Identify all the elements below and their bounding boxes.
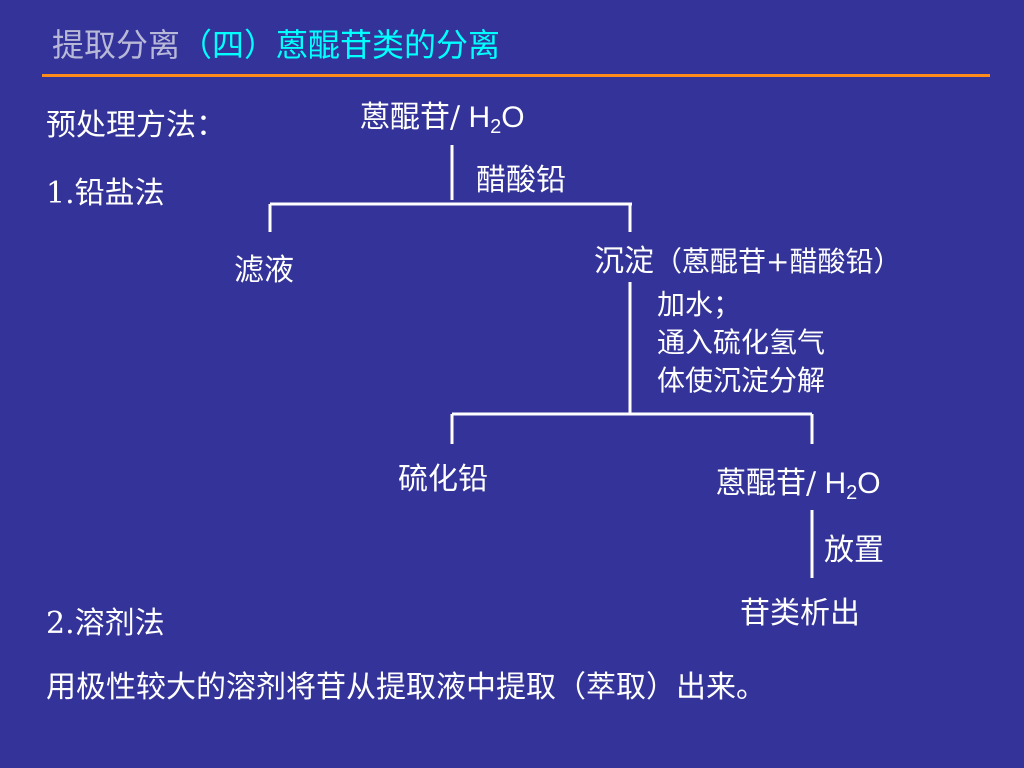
method-1-heading: 1.铅盐法 [46, 176, 165, 211]
precipitate-note: （蒽醌苷+醋酸铅） [654, 245, 902, 278]
result-node: 蒽醌苷/ H2O [716, 458, 881, 505]
decomposition-step-line-3: 体使沉淀分解 [657, 364, 826, 397]
top-node: 蒽醌苷/ H2O [360, 92, 525, 139]
result-node-formula-h: H [824, 467, 847, 500]
title-divider [42, 74, 990, 77]
title-prefix: 提取分离 [52, 26, 181, 64]
decomposition-step: 加水； 通入硫化氢气 体使沉淀分解 [657, 286, 825, 400]
method-2-heading: 2.溶剂法 [46, 606, 165, 641]
slide-title: 提取分离（四）蒽醌苷类的分离 [52, 20, 500, 66]
glycoside-precipitation-node: 苷类析出 [740, 596, 860, 631]
result-node-formula-subscript: 2 [846, 482, 858, 504]
standing-step: 放置 [824, 533, 884, 568]
reagent-lead-acetate: 醋酸铅 [476, 163, 566, 198]
decomposition-step-line-1: 加水； [657, 288, 742, 321]
lead-sulfide-node: 硫化铅 [398, 462, 488, 497]
filtrate-node: 滤液 [234, 253, 294, 288]
precipitate-node: 沉淀（蒽醌苷+醋酸铅） [594, 236, 901, 280]
decomposition-step-line-2: 通入硫化氢气 [657, 326, 826, 359]
precipitate-label: 沉淀 [594, 244, 654, 279]
top-node-formula-subscript: 2 [490, 116, 502, 138]
result-node-formula-o: O [857, 467, 881, 500]
pretreatment-heading: 预处理方法： [46, 108, 226, 143]
result-node-label: 蒽醌苷/ [716, 466, 817, 501]
top-node-label: 蒽醌苷/ [360, 100, 461, 135]
top-node-formula-h: H [468, 101, 491, 134]
solvent-method-description: 用极性较大的溶剂将苷从提取液中提取（萃取）出来。 [46, 670, 766, 705]
top-node-formula-o: O [501, 101, 525, 134]
title-suffix: （四）蒽醌苷类的分离 [180, 26, 501, 64]
